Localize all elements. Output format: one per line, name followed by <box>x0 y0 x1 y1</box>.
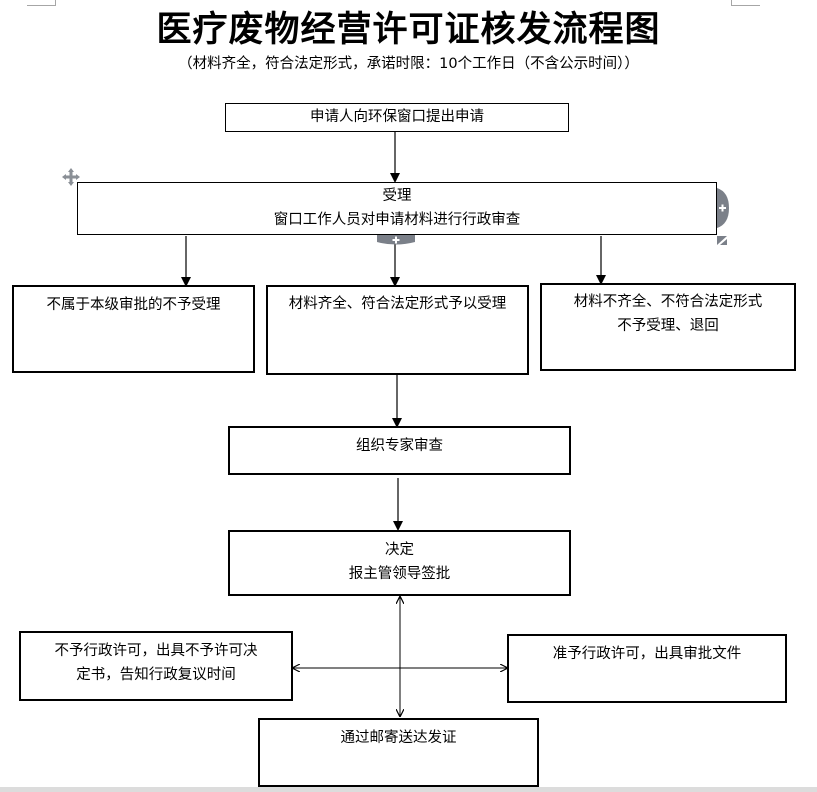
add-shape-bottom-icon[interactable] <box>377 235 415 246</box>
node-grant-permit[interactable]: 准予行政许可，出具审批文件 <box>507 634 787 703</box>
resize-handle-icon[interactable] <box>717 236 727 245</box>
node-reject-incomplete-line2: 不予受理、退回 <box>617 318 719 334</box>
node-mail-issue-text: 通过邮寄送达发证 <box>340 730 457 746</box>
node-grant-permit-text: 准予行政许可，出具审批文件 <box>552 646 742 662</box>
page-subtitle: （材料齐全，符合法定形式，承诺时限：10个工作日（不含公示时间）） <box>178 56 639 72</box>
node-expert-review[interactable]: 组织专家审查 <box>228 426 571 475</box>
move-handle-icon[interactable] <box>62 168 80 186</box>
node-deny-permit[interactable]: 不予行政许可，出具不予许可决 定书，告知行政复议时间 <box>19 631 293 701</box>
node-deny-permit-line2: 定书，告知行政复议时间 <box>76 667 236 683</box>
node-accept-ok-text: 材料齐全、符合法定形式予以受理 <box>288 296 507 312</box>
node-accept-ok[interactable]: 材料齐全、符合法定形式予以受理 <box>266 285 529 375</box>
node-expert-review-text: 组织专家审查 <box>356 438 443 454</box>
node-accept-title: 受理 <box>382 188 412 204</box>
node-deny-permit-line1: 不予行政许可，出具不予许可决 <box>54 643 258 659</box>
node-decision-desc: 报主管领导签批 <box>348 566 451 582</box>
horizontal-scrollbar[interactable] <box>0 787 817 792</box>
node-decision-title: 决定 <box>385 542 414 558</box>
node-mail-issue[interactable]: 通过邮寄送达发证 <box>258 718 539 787</box>
node-reject-incomplete[interactable]: 材料不齐全、不符合法定形式 不予受理、退回 <box>540 283 796 371</box>
node-accept[interactable]: 受理 窗口工作人员对申请材料进行行政审查 <box>77 182 717 235</box>
node-reject-level-text: 不属于本级审批的不予受理 <box>46 297 221 313</box>
page-corner-mark-right <box>731 0 760 6</box>
page-title: 医疗废物经营许可证核发流程图 <box>156 9 661 50</box>
node-apply-text: 申请人向环保窗口提出申请 <box>310 109 484 125</box>
node-accept-desc: 窗口工作人员对申请材料进行行政审查 <box>273 212 521 228</box>
node-apply[interactable]: 申请人向环保窗口提出申请 <box>225 103 569 132</box>
add-shape-right-icon[interactable] <box>717 188 729 228</box>
node-reject-level[interactable]: 不属于本级审批的不予受理 <box>12 285 255 373</box>
node-reject-incomplete-line1: 材料不齐全、不符合法定形式 <box>573 294 763 310</box>
node-decision[interactable]: 决定 报主管领导签批 <box>228 530 571 596</box>
page-corner-mark-left <box>27 0 56 6</box>
